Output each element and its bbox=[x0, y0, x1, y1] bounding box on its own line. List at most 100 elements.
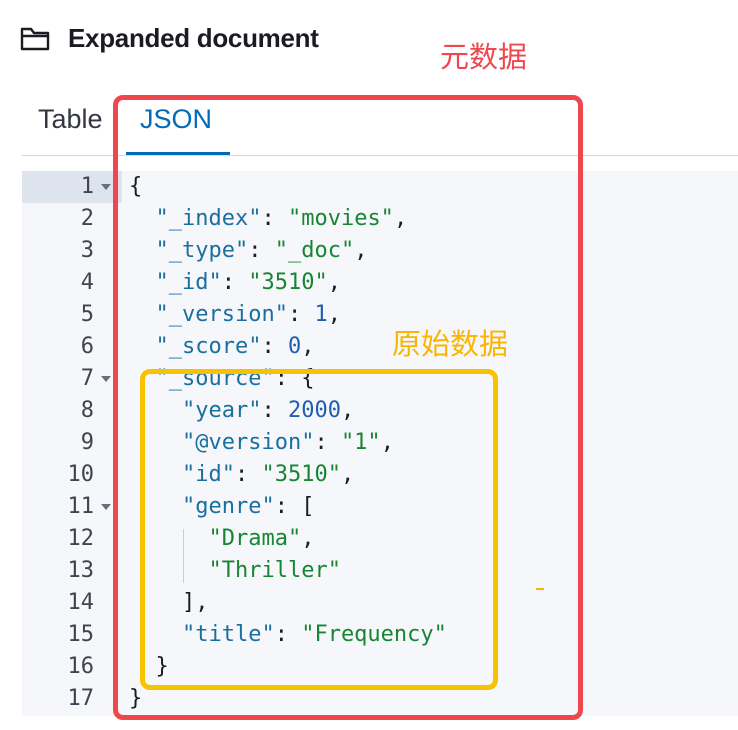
code-line: "genre": [ bbox=[129, 491, 314, 523]
code-line: "title": "Frequency" bbox=[129, 619, 447, 651]
code-token: , bbox=[393, 206, 408, 231]
annotation-mark bbox=[536, 588, 544, 590]
indent-guide bbox=[183, 529, 184, 583]
code-token: , bbox=[327, 270, 341, 295]
line-number: 12 bbox=[67, 526, 95, 551]
code-token: } bbox=[129, 654, 169, 679]
code-line: } bbox=[129, 683, 142, 715]
code-token: "_type" bbox=[155, 238, 249, 263]
line-number: 2 bbox=[80, 206, 94, 231]
code-line: "_version": 1, bbox=[129, 299, 341, 331]
code-token bbox=[129, 558, 208, 583]
line-number: 15 bbox=[67, 622, 95, 647]
metadata-annotation-label: 元数据 bbox=[440, 40, 528, 74]
code-token bbox=[129, 398, 182, 423]
code-token: , bbox=[354, 238, 368, 263]
code-token: , bbox=[340, 398, 355, 423]
line-number: 11 bbox=[67, 494, 95, 519]
line-number: 16 bbox=[67, 654, 95, 679]
line-number: 10 bbox=[67, 462, 95, 487]
code-token: "Thriller" bbox=[208, 558, 341, 583]
code-token: "_index" bbox=[155, 206, 262, 231]
code-token bbox=[129, 366, 156, 391]
code-token bbox=[129, 334, 156, 359]
code-token bbox=[129, 462, 182, 487]
code-line: "_id": "3510", bbox=[129, 267, 341, 299]
fold-toggle-icon[interactable] bbox=[101, 184, 111, 190]
line-number: 17 bbox=[67, 686, 95, 711]
code-token: : bbox=[261, 334, 288, 359]
code-token: 0 bbox=[287, 334, 302, 359]
code-line: "@version": "1", bbox=[129, 427, 394, 459]
code-line: "_type": "_doc", bbox=[129, 235, 368, 267]
code-token: "3510" bbox=[248, 270, 328, 295]
code-token: : bbox=[274, 622, 302, 647]
code-token bbox=[129, 622, 182, 647]
code-token: "Drama" bbox=[208, 526, 302, 551]
tab-json[interactable]: JSON bbox=[125, 93, 231, 155]
code-token: "movies" bbox=[287, 206, 394, 231]
code-line: { bbox=[129, 171, 142, 203]
code-token: "year" bbox=[181, 398, 262, 423]
code-token bbox=[129, 430, 182, 455]
line-number: 3 bbox=[80, 238, 94, 263]
code-token: , bbox=[327, 302, 341, 327]
view-tabs: Table JSON bbox=[22, 93, 738, 156]
code-token: "3510" bbox=[261, 462, 341, 487]
code-token: : bbox=[234, 462, 262, 487]
code-token: "id" bbox=[181, 462, 235, 487]
code-token: 2000 bbox=[287, 398, 341, 423]
code-line: "_index": "movies", bbox=[129, 203, 408, 235]
code-token: , bbox=[380, 430, 394, 455]
code-token: : bbox=[287, 302, 315, 327]
code-token bbox=[129, 494, 182, 519]
code-token: "_version" bbox=[155, 302, 288, 327]
code-token bbox=[129, 238, 156, 263]
line-number: 5 bbox=[80, 302, 94, 327]
code-token: "_score" bbox=[155, 334, 262, 359]
code-token: { bbox=[129, 174, 143, 199]
code-token: : bbox=[261, 398, 288, 423]
code-line: "Thriller" bbox=[129, 555, 341, 587]
tab-table[interactable]: Table bbox=[38, 104, 103, 134]
code-token: } bbox=[129, 686, 143, 711]
code-token: "_id" bbox=[155, 270, 222, 295]
code-token: "_source" bbox=[155, 366, 275, 391]
fold-toggle-icon[interactable] bbox=[101, 376, 111, 382]
code-token bbox=[129, 526, 208, 551]
code-token: ], bbox=[129, 590, 209, 615]
code-token: : [ bbox=[274, 494, 315, 519]
code-token: "@version" bbox=[181, 430, 315, 455]
line-number: 6 bbox=[80, 334, 94, 359]
line-number: 8 bbox=[80, 398, 94, 423]
code-token: : bbox=[221, 270, 249, 295]
document-header: Expanded document bbox=[20, 18, 319, 58]
code-token bbox=[129, 206, 156, 231]
fold-toggle-icon[interactable] bbox=[101, 504, 111, 510]
code-token: , bbox=[340, 462, 355, 487]
code-token: , bbox=[301, 334, 315, 359]
code-token bbox=[129, 270, 156, 295]
code-token: : bbox=[314, 430, 341, 455]
page-title: Expanded document bbox=[68, 22, 319, 53]
code-line: "_source": { bbox=[129, 363, 315, 395]
code-token: "Frequency" bbox=[301, 622, 447, 647]
code-token bbox=[129, 302, 156, 327]
code-token: : bbox=[261, 206, 288, 231]
code-line: "Drama", bbox=[129, 523, 314, 555]
line-number: 14 bbox=[67, 590, 95, 615]
code-token: 1 bbox=[314, 302, 328, 327]
source-annotation-label: 原始数据 bbox=[392, 327, 509, 361]
line-number: 1 bbox=[80, 174, 94, 199]
line-number: 7 bbox=[80, 366, 94, 391]
code-line: } bbox=[129, 651, 169, 683]
folder-icon bbox=[20, 27, 50, 51]
code-token: : { bbox=[274, 366, 315, 391]
code-token: "genre" bbox=[181, 494, 275, 519]
code-token: , bbox=[301, 526, 315, 551]
code-token: "_doc" bbox=[274, 238, 355, 263]
code-line: "year": 2000, bbox=[129, 395, 354, 427]
code-token: "1" bbox=[340, 430, 381, 455]
